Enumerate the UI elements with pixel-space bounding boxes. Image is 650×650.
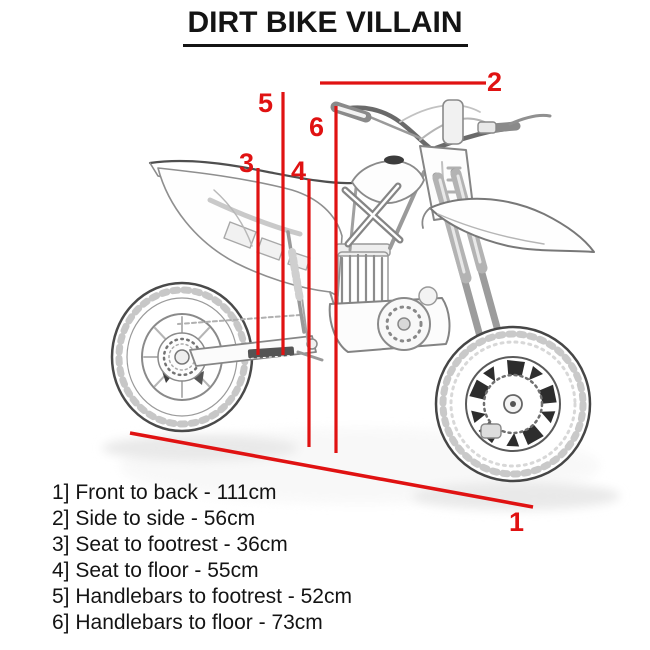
measurement-lines [129,81,534,509]
legend-item-2: 2] Side to side - 56cm [52,507,256,530]
page-title: DIRT BIKE VILLAIN [182,6,468,47]
callout-number-5: 5 [258,88,274,118]
front-wheel [434,325,592,483]
dirt-bike-illustration [110,99,595,483]
rear-wheel [110,281,254,433]
measurement-line-1 [129,431,534,509]
legend-item-6: 6] Handlebars to floor - 73cm [52,611,323,634]
legend-item-3: 3] Seat to footrest - 36cm [52,533,288,556]
title-container: DIRT BIKE VILLAIN [0,6,650,47]
callout-number-6: 6 [309,112,325,142]
legend-item-1: 1] Front to back - 111cm [52,481,277,504]
fuel-tank [341,155,425,248]
engine [328,170,451,353]
legend-item-5: 5] Handlebars to footrest - 52cm [52,585,352,608]
front-fender [421,197,595,253]
callout-number-1: 1 [509,507,525,537]
callout-number-3: 3 [239,148,255,178]
rear-shock [286,230,306,334]
handlebars [330,99,552,151]
callout-number-4: 4 [291,156,307,186]
legend-item-4: 4] Seat to floor - 55cm [52,559,259,582]
callout-number-2: 2 [487,67,503,97]
measurement-legend: 1] Front to back - 111cm 2] Side to side… [52,480,352,636]
